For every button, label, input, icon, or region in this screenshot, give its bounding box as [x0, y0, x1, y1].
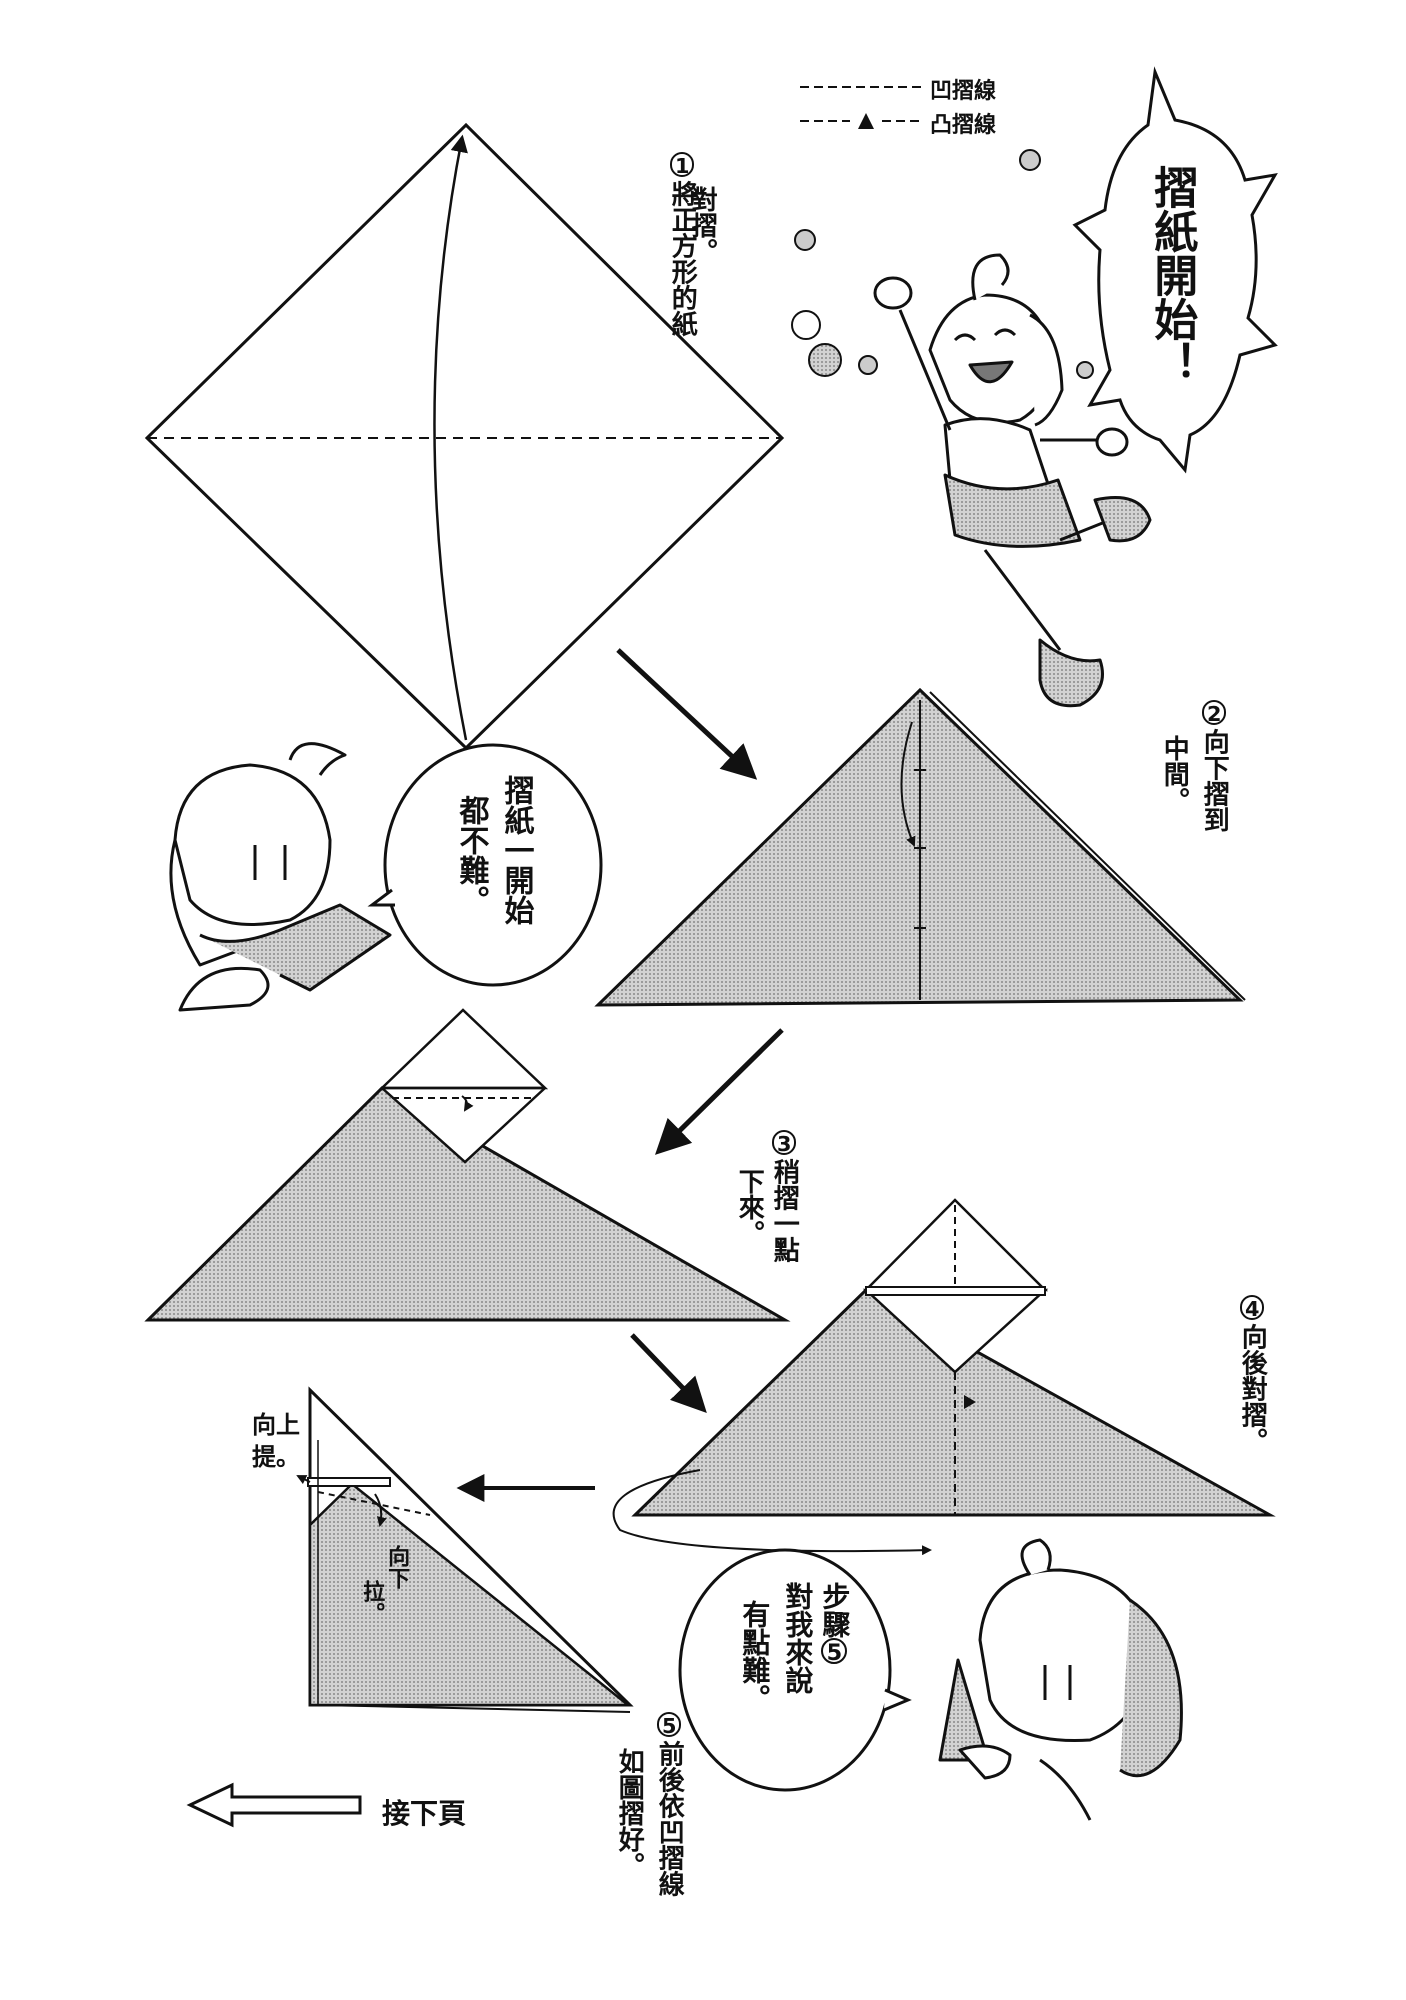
legend-mountain-fold-label: 凸摺線 — [930, 113, 997, 138]
step3-triangle-diagram — [144, 1008, 791, 1322]
step5-folded-diagram — [296, 1386, 634, 1713]
step1-line1: 將正方形的紙 — [667, 180, 698, 337]
step3-line2: 下來。 — [734, 1168, 765, 1246]
annotation-pull-down-line2: 拉。 — [359, 1580, 385, 1624]
step2-triangle-diagram — [594, 687, 1246, 1007]
annotation-lift-up-line1: 向上 — [252, 1411, 300, 1439]
speech1-line2: 都不難。 — [453, 795, 489, 915]
speech1-line1: 摺紙一開始 — [498, 775, 534, 925]
speech-bubble-1 — [367, 743, 603, 987]
step5-line2: 如圖摺好。 — [614, 1748, 645, 1878]
step3-line1: 稍摺一點 — [769, 1158, 800, 1263]
jumping-girl-illustration — [873, 253, 1152, 708]
legend-valley-fold-label: 凹摺線 — [930, 79, 997, 104]
step2-instruction: 2向下摺到 — [1199, 700, 1230, 833]
annotation-pull-down-line1: 向下 — [384, 1545, 410, 1589]
reading-girl-illustration — [169, 742, 392, 1012]
flow-arrows — [456, 648, 784, 1502]
step2-number: 2 — [1201, 700, 1227, 726]
step5-number: 5 — [656, 1712, 682, 1738]
shout-burst-bubble — [1072, 66, 1278, 474]
step3-instruction: 3稍摺一點 — [769, 1130, 800, 1263]
speech-bubble-2 — [678, 1548, 912, 1792]
step4-line1: 向後對摺。 — [1237, 1323, 1268, 1454]
worried-girl-illustration — [938, 1538, 1183, 1821]
speech2-word: 步驟 — [818, 1582, 852, 1638]
speech2-line3: 有點難。 — [738, 1600, 772, 1712]
annotation-lift-up-line2: 提。 — [252, 1443, 300, 1471]
step1-line2: 對摺。 — [687, 186, 718, 264]
speech2-line1: 步驟5 — [818, 1582, 852, 1668]
small-fairy-doodle — [791, 149, 1094, 379]
step4-number: 4 — [1239, 1295, 1265, 1321]
step3-number: 3 — [771, 1130, 797, 1156]
step4-instruction: 4向後對摺。 — [1237, 1295, 1268, 1454]
next-page-label: 接下頁 — [382, 1797, 467, 1830]
step5-instruction: 5前後依凹摺線 — [654, 1712, 685, 1897]
legend-lines — [800, 86, 922, 129]
next-page-arrow — [186, 1782, 362, 1828]
step1-number: 1 — [669, 152, 695, 178]
step2-line2: 中間。 — [1159, 735, 1190, 813]
step1-instruction: 1將正方形的紙 — [667, 152, 698, 337]
speech2-step-number: 5 — [821, 1638, 848, 1666]
step4-triangle-diagram — [612, 1198, 1276, 1556]
speech2-line2: 對我來說 — [781, 1582, 815, 1694]
shout-text: 摺紙開始！ — [1146, 165, 1198, 385]
step5-line1: 前後依凹摺線 — [654, 1740, 685, 1897]
step2-line1: 向下摺到 — [1199, 728, 1230, 833]
